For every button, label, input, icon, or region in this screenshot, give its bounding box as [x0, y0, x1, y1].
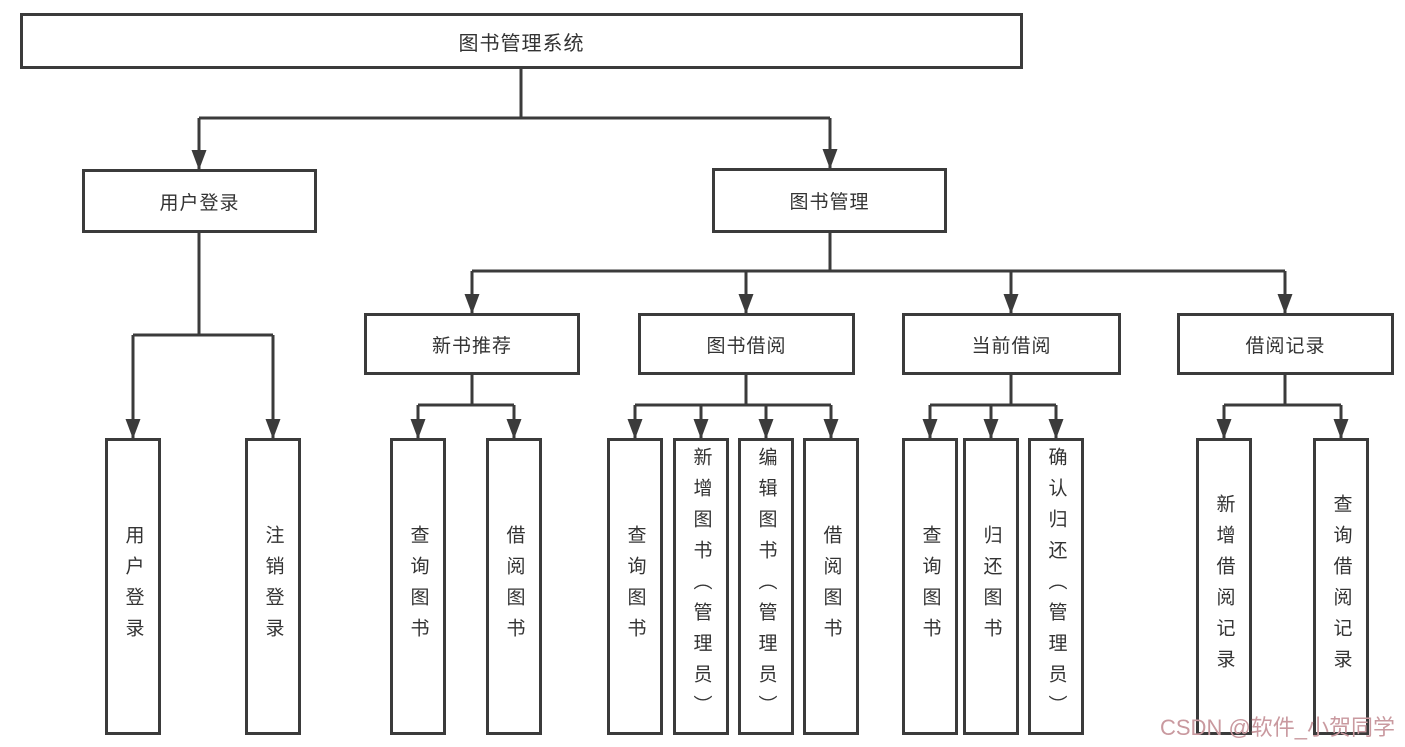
- node-leaf-query-borrow-record: 查询借阅记录: [1313, 438, 1369, 735]
- node-leaf-user-login: 用户登录: [105, 438, 161, 735]
- node-leaf-query-books-3: 查询图书: [902, 438, 958, 735]
- node-leaf-confirm-return-admin: 确认归还（管理员）: [1028, 438, 1084, 735]
- leaf-label: 查询图书: [624, 524, 646, 649]
- node-new-book-recommend: 新书推荐: [364, 313, 580, 375]
- node-leaf-query-books-1: 查询图书: [390, 438, 446, 735]
- node-leaf-edit-book-admin: 编辑图书（管理员）: [738, 438, 794, 735]
- node-leaf-query-books-2: 查询图书: [607, 438, 663, 735]
- csdn-watermark: CSDN @软件_小贺同学: [1160, 715, 1396, 740]
- node-library-management-system: 图书管理系统: [20, 13, 1023, 69]
- node-leaf-logout: 注销登录: [245, 438, 301, 735]
- node-book-management: 图书管理: [712, 168, 947, 233]
- node-leaf-borrow-books-2: 借阅图书: [803, 438, 859, 735]
- leaf-label: 确认归还（管理员）: [1045, 447, 1067, 726]
- node-current-borrowing: 当前借阅: [902, 313, 1121, 375]
- leaf-label: 查询借阅记录: [1330, 493, 1352, 680]
- leaf-label: 编辑图书（管理员）: [755, 447, 777, 726]
- leaf-label: 新增借阅记录: [1213, 493, 1235, 680]
- node-book-borrowing: 图书借阅: [638, 313, 855, 375]
- leaf-label: 用户登录: [122, 524, 144, 649]
- node-leaf-borrow-books-1: 借阅图书: [486, 438, 542, 735]
- leaf-label: 借阅图书: [503, 524, 525, 649]
- leaf-label: 注销登录: [262, 524, 284, 649]
- node-leaf-return-books: 归还图书: [963, 438, 1019, 735]
- node-borrowing-records: 借阅记录: [1177, 313, 1394, 375]
- leaf-label: 查询图书: [407, 524, 429, 649]
- node-leaf-add-borrow-record: 新增借阅记录: [1196, 438, 1252, 735]
- node-user-login: 用户登录: [82, 169, 317, 233]
- leaf-label: 归还图书: [980, 524, 1002, 649]
- leaf-label: 新增图书（管理员）: [690, 447, 712, 726]
- leaf-label: 借阅图书: [820, 524, 842, 649]
- leaf-label: 查询图书: [919, 524, 941, 649]
- node-leaf-add-book-admin: 新增图书（管理员）: [673, 438, 729, 735]
